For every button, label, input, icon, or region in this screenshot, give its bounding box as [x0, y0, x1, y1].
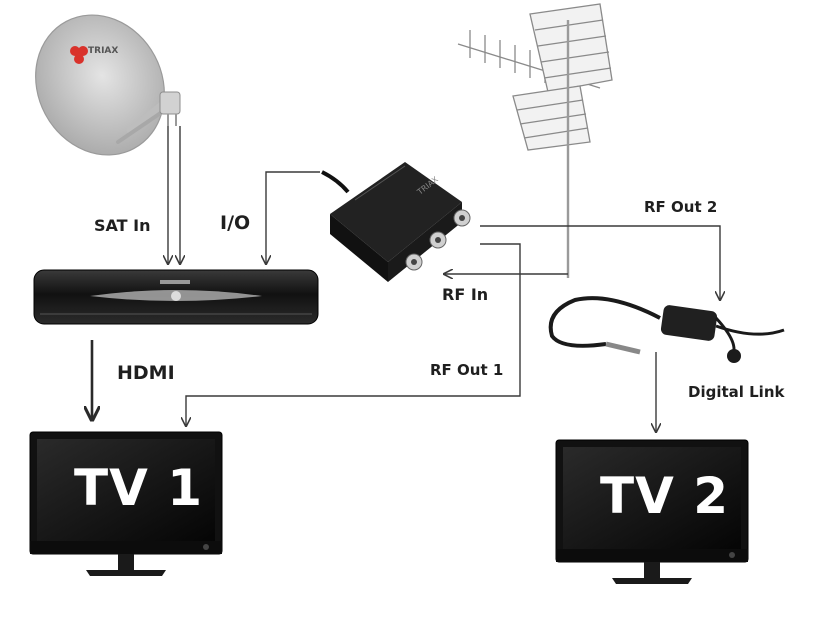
label-io: I/O — [220, 212, 251, 234]
io-line — [266, 171, 320, 264]
tv-1 — [29, 431, 223, 576]
rf-out-2-line — [480, 225, 720, 300]
dish-brand-text: TRIAX — [88, 46, 118, 56]
label-hdmi: HDMI — [117, 362, 175, 384]
label-rf-in: RF In — [442, 285, 489, 304]
tv-2-screen-text: TV 2 — [600, 467, 729, 525]
label-rf-out-2: RF Out 2 — [644, 198, 718, 216]
label-digital-link: Digital Link — [688, 383, 785, 401]
label-rf-out-1: RF Out 1 — [430, 361, 504, 379]
digital-link-device — [548, 296, 785, 363]
tv-1-screen-text: TV 1 — [74, 459, 203, 517]
satellite-dish: TRIAX — [35, 14, 181, 156]
connection-lines — [168, 126, 720, 432]
label-sat-in: SAT In — [94, 216, 151, 235]
tv-2 — [555, 439, 749, 584]
rf-modulator: TRIAX — [321, 162, 471, 282]
dish-logo: TRIAX — [70, 46, 118, 64]
set-top-box — [33, 269, 319, 325]
rf-out-1-line — [186, 243, 521, 426]
aerial-antenna — [457, 3, 613, 278]
